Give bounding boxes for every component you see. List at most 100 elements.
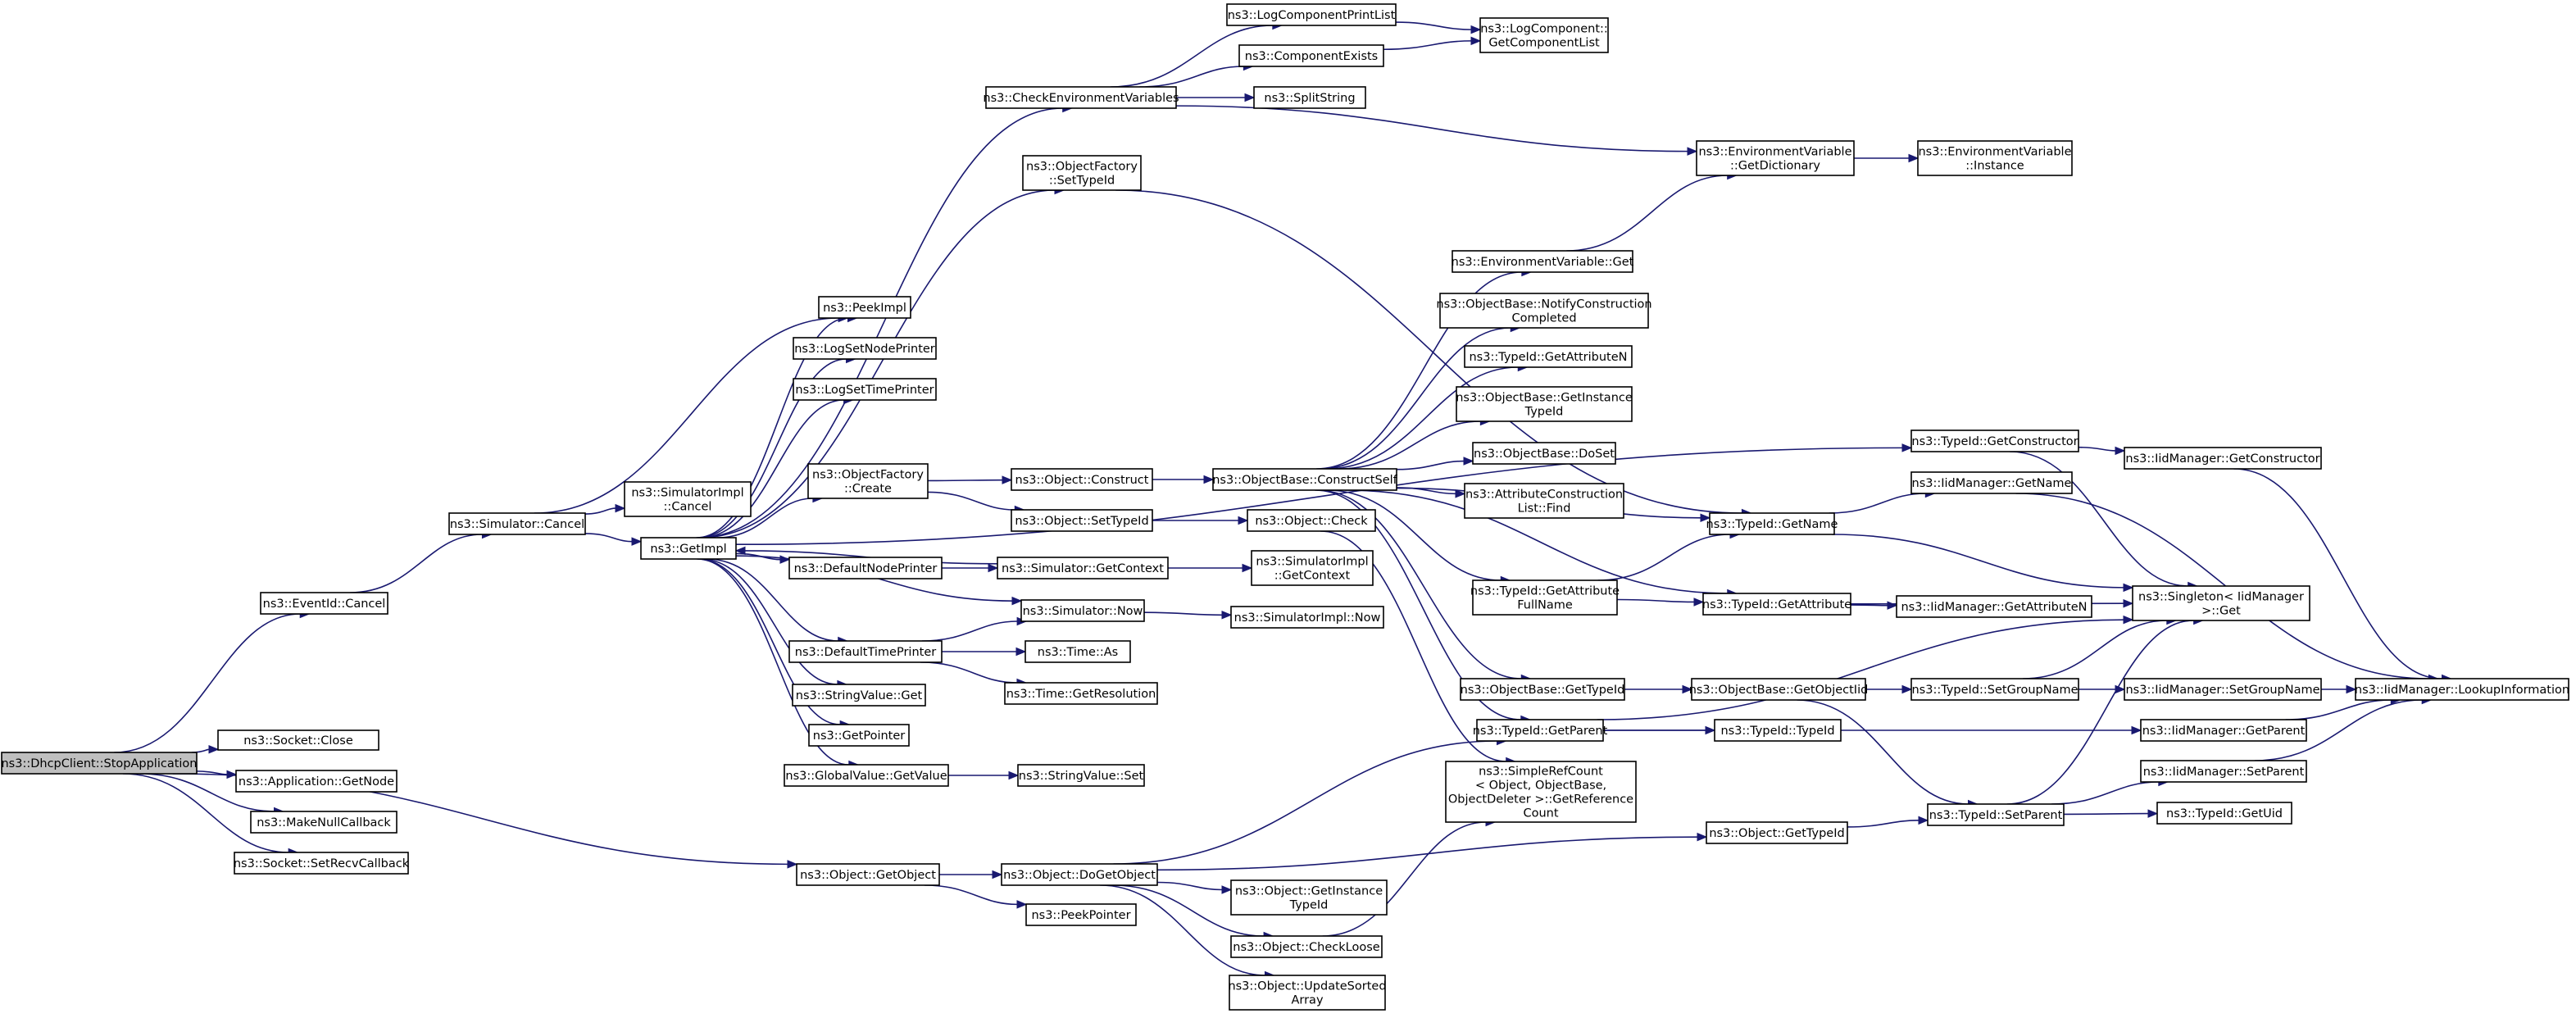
node-label: ns3::LogSetNodePrinter xyxy=(794,343,935,356)
node-simplerefcount[interactable]: ns3::SimpleRefCount< Object, ObjectBase,… xyxy=(1445,761,1637,823)
node-tidgetparent[interactable]: ns3::TypeId::GetParent xyxy=(1473,719,1608,742)
node-logsetnode[interactable]: ns3::LogSetNodePrinter xyxy=(793,337,937,360)
node-label: ns3::PeekImpl xyxy=(823,302,906,315)
node-peekpointer[interactable]: ns3::PeekPointer xyxy=(1025,903,1137,926)
node-objdoget[interactable]: ns3::Object::DoGetObject xyxy=(1001,863,1158,886)
node-compexists[interactable]: ns3::ComponentExists xyxy=(1238,44,1384,67)
node-sockclose[interactable]: ns3::Socket::Close xyxy=(217,729,379,751)
arrowhead-envgetdict-to-envinstance xyxy=(1908,153,1920,163)
node-timegetres[interactable]: ns3::Time::GetResolution xyxy=(1004,682,1158,705)
node-svset[interactable]: ns3::StringValue::Set xyxy=(1017,764,1145,787)
arrowhead-simnow-to-simimplnow xyxy=(1221,611,1233,620)
node-simimplnow[interactable]: ns3::SimulatorImpl::Now xyxy=(1230,606,1384,629)
edge-objdoget-to-objgetinst xyxy=(1156,881,1223,891)
node-makenull[interactable]: ns3::MakeNullCallback xyxy=(250,811,398,834)
node-checkenv[interactable]: ns3::CheckEnvironmentVariables xyxy=(983,86,1179,109)
node-envget[interactable]: ns3::EnvironmentVariable::Get xyxy=(1452,250,1634,273)
node-obgettypeid[interactable]: ns3::ObjectBase::GetTypeId xyxy=(1460,678,1625,701)
node-label: ObjectDeleter >::GetReference xyxy=(1448,793,1633,806)
node-label: ns3::ComponentExists xyxy=(1245,50,1379,63)
edge-getimpl-to-ofcreate xyxy=(716,498,813,539)
node-getimpl[interactable]: ns3::GetImpl xyxy=(640,537,737,560)
node-objgettypeid[interactable]: ns3::Object::GetTypeId xyxy=(1706,821,1848,844)
node-box xyxy=(1024,640,1131,663)
node-getpointer[interactable]: ns3::GetPointer xyxy=(808,724,910,747)
node-singleton[interactable]: ns3::Singleton< IidManager>::Get xyxy=(2132,585,2310,621)
node-tidsetparent[interactable]: ns3::TypeId::SetParent xyxy=(1927,803,2065,826)
node-box xyxy=(640,537,737,560)
edge-objdoget-to-objupdsorted xyxy=(1100,884,1265,976)
node-splitstring[interactable]: ns3::SplitString xyxy=(1253,86,1366,109)
node-objsettypeid[interactable]: ns3::Object::SetTypeId xyxy=(1011,509,1153,532)
node-simimplgetctx[interactable]: ns3::SimulatorImpl::GetContext xyxy=(1251,550,1374,586)
node-iidlookup[interactable]: ns3::IidManager::LookupInformation xyxy=(2355,678,2569,701)
node-logsettime[interactable]: ns3::LogSetTimePrinter xyxy=(793,378,937,401)
node-gvgetvalue[interactable]: ns3::GlobalValue::GetValue xyxy=(784,764,949,787)
edge-dhcp-to-setrecv xyxy=(122,773,289,853)
node-obgetobjtid[interactable]: ns3::ObjectBase::GetObjectIid xyxy=(1689,678,1869,701)
node-iidsetgroup[interactable]: ns3::IidManager::SetGroupName xyxy=(2124,678,2322,701)
node-logcomplist[interactable]: ns3::LogComponent::GetComponentList xyxy=(1479,17,1609,53)
node-iidsetparent[interactable]: ns3::IidManager::SetParent xyxy=(2140,760,2307,783)
node-envinstance[interactable]: ns3::EnvironmentVariable::Instance xyxy=(1917,140,2073,176)
node-dhcp[interactable]: ns3::DhcpClient::StopApplication xyxy=(1,752,198,775)
node-obdoset[interactable]: ns3::ObjectBase::DoSet xyxy=(1472,442,1616,465)
node-logprintlist[interactable]: ns3::LogComponentPrintList xyxy=(1226,3,1397,26)
node-objconstruct[interactable]: ns3::Object::Construct xyxy=(1011,468,1153,491)
node-defnode[interactable]: ns3::DefaultNodePrinter xyxy=(788,557,943,579)
node-iidgetattrn[interactable]: ns3::IidManager::GetAttributeN xyxy=(1896,595,2092,618)
node-peekimpl[interactable]: ns3::PeekImpl xyxy=(818,296,911,319)
node-timeas[interactable]: ns3::Time::As xyxy=(1024,640,1131,663)
node-deftime[interactable]: ns3::DefaultTimePrinter xyxy=(788,640,943,663)
node-label: ns3::TypeId::GetAttribute xyxy=(1702,598,1851,611)
node-iidgetparent[interactable]: ns3::IidManager::GetParent xyxy=(2140,719,2307,742)
node-tidgetname[interactable]: ns3::TypeId::GetName xyxy=(1706,512,1838,535)
node-setrecv[interactable]: ns3::Socket::SetRecvCallback xyxy=(234,852,410,875)
node-simgetctx[interactable]: ns3::Simulator::GetContext xyxy=(997,557,1169,579)
node-simnow[interactable]: ns3::Simulator::Now xyxy=(1020,599,1145,622)
node-objcheck[interactable]: ns3::Object::Check xyxy=(1247,509,1376,532)
node-label: ns3::TypeId::GetAttribute xyxy=(1470,584,1620,598)
node-appgetnode[interactable]: ns3::Application::GetNode xyxy=(235,770,398,793)
edge-dhcp-to-appgetnode xyxy=(196,770,228,775)
edge-ofsettypeid-to-tidgetname xyxy=(1115,189,1742,514)
node-iidgetname[interactable]: ns3::IidManager::GetName xyxy=(1910,471,2073,494)
node-envgetdict[interactable]: ns3::EnvironmentVariable::GetDictionary xyxy=(1696,140,1855,176)
node-label: ns3::PeekPointer xyxy=(1031,909,1130,922)
edge-deftime-to-timegetres xyxy=(920,661,1017,684)
node-svget[interactable]: ns3::StringValue::Get xyxy=(792,684,926,707)
node-ofsettypeid[interactable]: ns3::ObjectFactory::SetTypeId xyxy=(1022,155,1142,191)
node-objgetobject[interactable]: ns3::Object::GetObject xyxy=(796,863,940,886)
node-simimplcancel[interactable]: ns3::SimulatorImpl::Cancel xyxy=(624,481,752,517)
arrowhead-tidgetattr-to-singleton xyxy=(2123,598,2134,608)
node-label: < Object, ObjectBase, xyxy=(1475,779,1606,792)
node-label: ns3::IidManager::GetName xyxy=(1912,477,2072,490)
node-label: ns3::EnvironmentVariable::Get xyxy=(1452,256,1634,269)
node-simcancel[interactable]: ns3::Simulator::Cancel xyxy=(448,512,586,535)
node-tidgetconstr[interactable]: ns3::TypeId::GetConstructor xyxy=(1910,429,2079,452)
node-box xyxy=(1230,606,1384,629)
node-tidgetattrn[interactable]: ns3::TypeId::GetAttributeN xyxy=(1464,345,1633,368)
node-label: >::Get xyxy=(2201,604,2241,617)
node-tidgetuid[interactable]: ns3::TypeId::GetUid xyxy=(2156,802,2292,825)
edge-getimpl-to-gvgetvalue xyxy=(697,558,849,766)
node-iidgetconstr[interactable]: ns3::IidManager::GetConstructor xyxy=(2124,447,2322,470)
edge-getimpl-to-checkenv xyxy=(697,107,1063,539)
node-tidgetattr[interactable]: ns3::TypeId::GetAttribute xyxy=(1702,593,1851,616)
node-ofcreate[interactable]: ns3::ObjectFactory::Create xyxy=(807,463,929,499)
edge-dhcp-to-makenull xyxy=(139,773,275,812)
node-obnotify[interactable]: ns3::ObjectBase::NotifyConstructionCompl… xyxy=(1436,293,1652,329)
node-obconstructself[interactable]: ns3::ObjectBase::ConstructSelf xyxy=(1212,468,1398,491)
node-tidsetgroup[interactable]: ns3::TypeId::SetGroupName xyxy=(1910,678,2079,701)
node-tidtypeid[interactable]: ns3::TypeId::TypeId xyxy=(1714,719,1842,742)
node-label: ns3::TypeId::TypeId xyxy=(1720,725,1834,738)
node-box xyxy=(1691,678,1866,701)
node-eventcancel[interactable]: ns3::EventId::Cancel xyxy=(260,592,388,615)
node-box xyxy=(793,378,937,401)
node-objcheckloose[interactable]: ns3::Object::CheckLoose xyxy=(1230,935,1383,958)
